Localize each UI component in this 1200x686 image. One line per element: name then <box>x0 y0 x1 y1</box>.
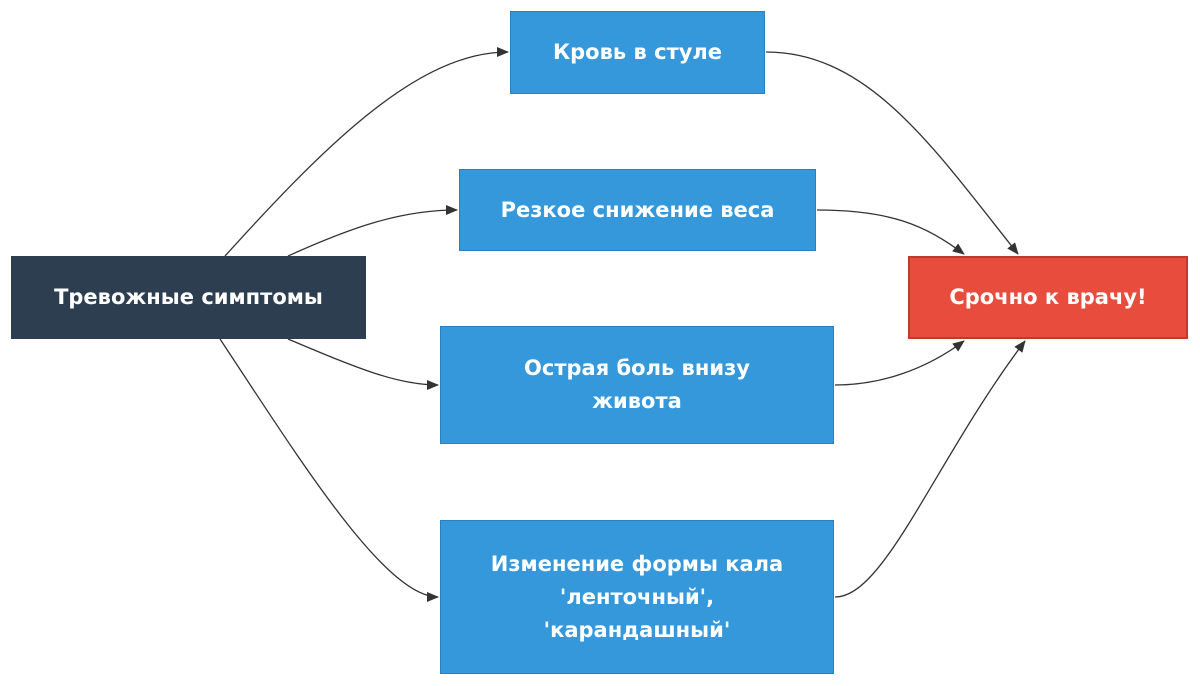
edge-symptom-3-to-target <box>834 340 965 386</box>
symptom-node-2: Резкое снижение веса <box>459 169 816 251</box>
edge-symptom-1-to-target <box>765 51 1019 255</box>
symptom-node-3-line-1: Острая боль внизу <box>524 356 750 380</box>
edge-source-to-symptom-3 <box>287 338 439 390</box>
target-node-see-doctor: Срочно к врачу! <box>908 256 1188 339</box>
symptom-node-3: Острая боль внизу живота <box>440 326 834 444</box>
edge-symptom-2-to-target <box>816 209 965 255</box>
source-node-label: Тревожные симптомы <box>54 285 323 309</box>
symptom-node-2-line-1: Резкое снижение веса <box>500 197 775 222</box>
edge-source-to-symptom-1 <box>224 47 509 257</box>
symptom-node-4-line-1: Изменение формы кала <box>490 551 784 576</box>
symptom-node-4-line-3: 'карандашный' <box>543 617 731 642</box>
symptom-node-3-line-2: живота <box>592 389 682 413</box>
edge-source-to-symptom-2 <box>287 205 458 257</box>
symptom-node-4-line-2: 'ленточный', <box>559 584 715 609</box>
symptom-node-1: Кровь в стуле <box>510 11 765 94</box>
symptom-node-4: Изменение формы кала 'ленточный', 'каран… <box>440 520 834 674</box>
source-node-alarm-symptoms: Тревожные симптомы <box>11 256 366 339</box>
symptom-node-1-line-1: Кровь в стуле <box>552 40 723 64</box>
edge-source-to-symptom-4 <box>219 338 439 602</box>
target-node-label: Срочно к врачу! <box>949 285 1147 309</box>
edge-symptom-4-to-target <box>834 340 1026 598</box>
